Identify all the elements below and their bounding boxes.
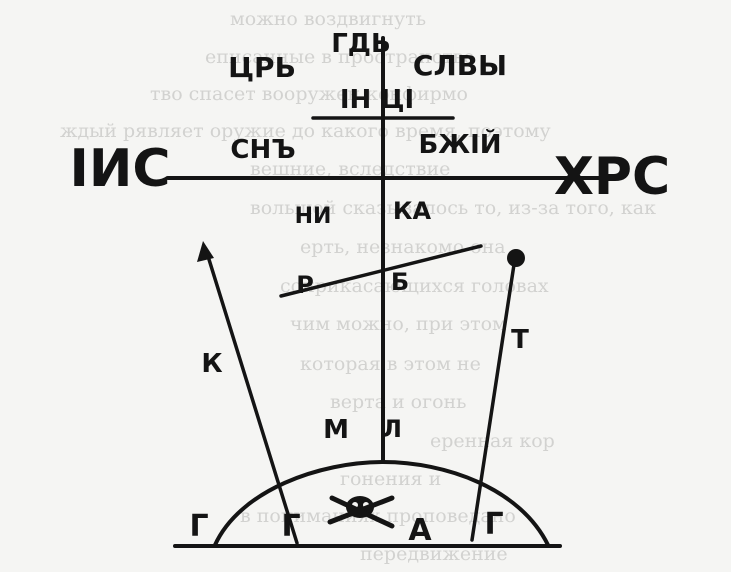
spear-label: К xyxy=(201,349,222,379)
label-lower-right: Б xyxy=(391,268,409,296)
label-far-left: ІИС xyxy=(69,139,170,199)
ground-letter: А xyxy=(408,513,432,548)
bleed-line: которая в этом не xyxy=(300,353,481,375)
label-far-right: ХРС xyxy=(554,147,670,207)
bleed-line: можно воздвигнуть xyxy=(230,8,426,30)
label-base-left: М xyxy=(323,415,349,445)
sponge-label: Т xyxy=(511,325,529,355)
label-top-left: ЦРЬ xyxy=(228,51,296,84)
label-top-center: ГДЬ xyxy=(331,29,391,59)
ground-letter: Г xyxy=(281,509,300,544)
label-under-left: НИ xyxy=(295,204,332,229)
label-mid-left: СНЪ xyxy=(230,135,295,165)
bleed-line: гонения и xyxy=(340,468,441,490)
label-under-right: КА xyxy=(393,197,432,225)
label-lower-left: Р xyxy=(296,271,314,299)
sponge-icon xyxy=(507,249,525,267)
label-base-right: Л xyxy=(382,415,402,443)
label-top-right: СЛВЫ xyxy=(413,49,507,82)
bleed-line: еренная кор xyxy=(430,430,555,452)
titulus-label: ІН ЦІ xyxy=(340,85,414,115)
bleed-line: тво спасет вооружен конфирмо xyxy=(150,83,468,105)
ground-letter: Г xyxy=(189,509,208,544)
label-mid-right: БЖІЙ xyxy=(418,128,501,160)
bleed-line: чим можно, при этом xyxy=(290,313,507,335)
bleed-line: верта и огонь xyxy=(330,391,467,413)
spear-head-icon xyxy=(197,241,214,262)
ground-letter: Г xyxy=(484,507,503,542)
